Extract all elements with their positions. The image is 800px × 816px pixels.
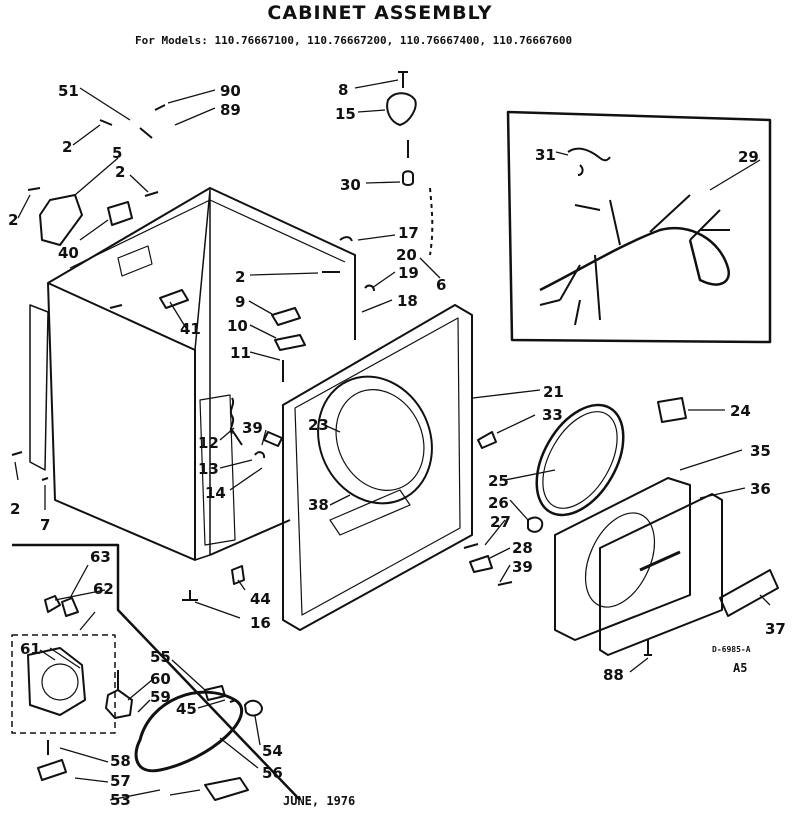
part-label: 12 <box>198 434 219 452</box>
part-label: 40 <box>58 244 79 262</box>
part-label: 27 <box>490 513 511 531</box>
part-label: 14 <box>205 484 226 502</box>
part-label: 39 <box>512 558 533 576</box>
hardware-parts <box>11 71 779 656</box>
part-label: 21 <box>543 383 564 401</box>
part-label: 31 <box>535 146 556 164</box>
part-label: 61 <box>20 640 41 658</box>
part-label: 18 <box>397 292 418 310</box>
part-label: 5 <box>112 144 122 162</box>
part-label: 30 <box>340 176 361 194</box>
part-label: 62 <box>93 580 114 598</box>
part-label: 89 <box>220 101 241 119</box>
part-label: 11 <box>230 344 251 362</box>
part-label: 24 <box>730 402 751 420</box>
part-label: 2 <box>8 211 18 229</box>
part-label: 7 <box>40 516 50 534</box>
front-panel <box>282 304 473 631</box>
part-label: 15 <box>335 105 356 123</box>
part-label: 2 <box>10 500 20 518</box>
part-label: 26 <box>488 494 509 512</box>
part-label: 6 <box>436 276 446 294</box>
part-label: 55 <box>150 648 171 666</box>
part-label: 20 <box>396 246 417 264</box>
part-label: 36 <box>750 480 771 498</box>
part-label: 90 <box>220 82 241 100</box>
drawing-number: D-6985-A <box>712 645 751 654</box>
part-label: 29 <box>738 148 759 166</box>
part-label: 88 <box>603 666 624 684</box>
wiring-harness-inset <box>506 110 772 344</box>
part-label: 9 <box>235 293 245 311</box>
revision-date: JUNE, 1976 <box>283 794 356 808</box>
part-label: 25 <box>488 472 509 490</box>
part-label: 60 <box>150 670 171 688</box>
part-label: 56 <box>262 764 283 782</box>
part-label: 53 <box>110 791 131 809</box>
part-label: 2 <box>62 138 72 156</box>
part-number-labels: 51 90 89 2 5 2 2 40 8 15 30 31 29 17 20 … <box>8 81 786 809</box>
part-label: 51 <box>58 82 79 100</box>
part-label: 63 <box>90 548 111 566</box>
models-line: For Models: 110.76667100, 110.76667200, … <box>135 34 573 47</box>
part-label: 35 <box>750 442 771 460</box>
part-label: 57 <box>110 772 131 790</box>
part-label: 10 <box>227 317 248 335</box>
sheet-label: A5 <box>733 661 748 675</box>
part-label: 8 <box>338 81 348 99</box>
cabinet-body <box>29 187 356 561</box>
part-label: 38 <box>308 496 329 514</box>
part-label: 33 <box>542 406 563 424</box>
part-label: 19 <box>398 264 419 282</box>
part-label: 58 <box>110 752 131 770</box>
part-label: 16 <box>250 614 271 632</box>
part-label: 2 <box>115 163 125 181</box>
part-label: 28 <box>512 539 533 557</box>
part-label: 54 <box>262 742 283 760</box>
part-label: 45 <box>176 700 197 718</box>
part-label: 44 <box>250 590 271 608</box>
part-label: 23 <box>308 416 329 434</box>
leader-lines <box>14 79 771 801</box>
part-label: 59 <box>150 688 171 706</box>
part-label: 13 <box>198 460 219 478</box>
part-label: 17 <box>398 224 419 242</box>
part-label: 39 <box>242 419 263 437</box>
part-label: 37 <box>765 620 786 638</box>
diagram-title: CABINET ASSEMBLY <box>267 2 493 24</box>
part-label: 41 <box>180 320 201 338</box>
part-label: 2 <box>235 268 245 286</box>
